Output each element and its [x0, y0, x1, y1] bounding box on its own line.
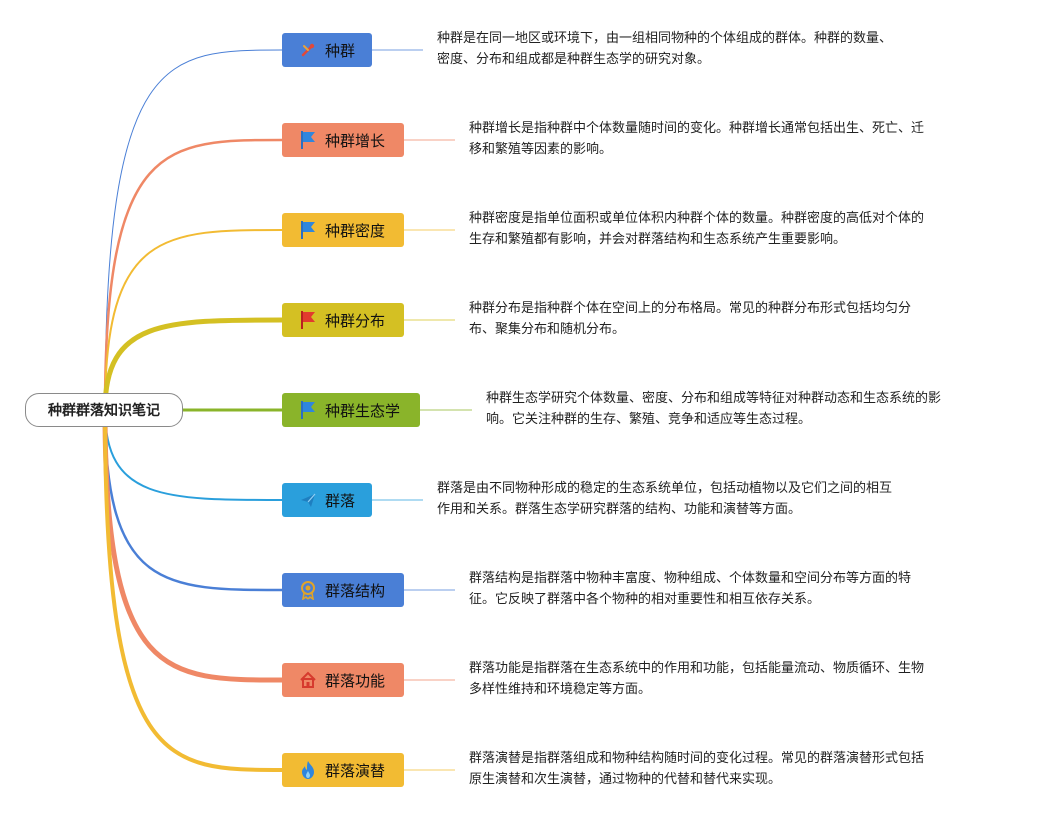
description-line: 多样性维持和环境稳定等方面。	[469, 682, 652, 697]
topic-label: 种群增长	[325, 131, 386, 150]
description-line: 群落结构是指群落中物种丰富度、物种组成、个体数量和空间分布等方面的特	[469, 571, 912, 586]
root-topic[interactable]: 种群群落知识笔记	[25, 393, 183, 427]
description-line: 种群是在同一地区或环境下，由一组相同物种的个体组成的群体。种群的数量、	[437, 31, 893, 46]
flag-icon-blue	[298, 130, 318, 150]
description-line: 生存和繁殖都有影响，并会对群落结构和生态系统产生重要影响。	[469, 232, 847, 247]
description-line: 种群生态学研究个体数量、密度、分布和组成等特征对种群动态和生态系统的影	[486, 391, 942, 406]
topic-description: 群落结构是指群落中物种丰富度、物种组成、个体数量和空间分布等方面的特征。它反映了…	[469, 568, 911, 610]
topic-description: 种群生态学研究个体数量、密度、分布和组成等特征对种群动态和生态系统的影响。它关注…	[486, 388, 941, 430]
topic-description: 种群密度是指单位面积或单位体积内种群个体的数量。种群密度的高低对个体的生存和繁殖…	[469, 208, 924, 250]
description-line: 密度、分布和组成都是种群生态学的研究对象。	[437, 52, 711, 67]
topic-description: 种群是在同一地区或环境下，由一组相同物种的个体组成的群体。种群的数量、密度、分布…	[437, 28, 892, 70]
topic-node[interactable]: 群落功能	[282, 663, 404, 697]
branch-line	[104, 409, 283, 501]
branch-line	[102, 407, 285, 683]
description-line: 作用和关系。群落生态学研究群落的结构、功能和演替等方面。	[437, 502, 802, 517]
topic-node[interactable]: 种群	[282, 33, 372, 67]
topic-node[interactable]: 群落	[282, 483, 372, 517]
topic-label: 群落功能	[325, 671, 386, 690]
topic-label: 群落	[325, 491, 356, 510]
fire-icon	[298, 760, 318, 780]
description-line: 响。它关注种群的生存、繁殖、竞争和适应等生态过程。	[486, 412, 812, 427]
topic-label: 种群密度	[325, 221, 386, 240]
flag-icon-blue	[298, 400, 318, 420]
topic-label: 种群分布	[325, 311, 386, 330]
topic-node[interactable]: 种群增长	[282, 123, 404, 157]
topic-label: 群落结构	[325, 581, 386, 600]
topic-label: 群落演替	[325, 761, 386, 780]
topic-description: 种群增长是指种群中个体数量随时间的变化。种群增长通常包括出生、死亡、迁移和繁殖等…	[469, 118, 924, 160]
branch-line	[104, 229, 283, 411]
home-icon	[298, 670, 318, 690]
branch-line	[102, 317, 285, 413]
topic-node[interactable]: 种群生态学	[282, 393, 420, 427]
branch-line	[103, 408, 284, 772]
branch-line	[104, 49, 283, 411]
topic-node[interactable]: 种群密度	[282, 213, 404, 247]
branch-line	[103, 138, 284, 412]
description-line: 种群密度是指单位面积或单位体积内种群个体的数量。种群密度的高低对个体的	[469, 211, 925, 226]
description-line: 移和繁殖等因素的影响。	[469, 142, 613, 157]
description-line: 布、聚集分布和随机分布。	[469, 322, 626, 337]
flag-icon-red	[298, 310, 318, 330]
tools-icon	[298, 40, 318, 60]
description-line: 原生演替和次生演替，通过物种的代替和替代来实现。	[469, 772, 782, 787]
description-line: 群落演替是指群落组成和物种结构随时间的变化过程。常见的群落演替形式包括	[469, 751, 925, 766]
description-line: 群落功能是指群落在生态系统中的作用和功能，包括能量流动、物质循环、生物	[469, 661, 925, 676]
description-line: 群落是由不同物种形成的稳定的生态系统单位，包括动植物以及它们之间的相互	[437, 481, 893, 496]
topic-node[interactable]: 种群分布	[282, 303, 404, 337]
paper-plane-icon	[298, 490, 318, 510]
description-line: 种群分布是指种群个体在空间上的分布格局。常见的种群分布形式包括均匀分	[469, 301, 912, 316]
award-medal-icon	[298, 580, 318, 600]
topic-node[interactable]: 群落结构	[282, 573, 404, 607]
topic-description: 群落演替是指群落组成和物种结构随时间的变化过程。常见的群落演替形式包括原生演替和…	[469, 748, 924, 790]
topic-node[interactable]: 群落演替	[282, 753, 404, 787]
topic-description: 群落功能是指群落在生态系统中的作用和功能，包括能量流动、物质循环、生物多样性维持…	[469, 658, 924, 700]
flag-icon-blue	[298, 220, 318, 240]
description-line: 征。它反映了群落中各个物种的相对重要性和相互依存关系。	[469, 592, 821, 607]
topic-description: 种群分布是指种群个体在空间上的分布格局。常见的种群分布形式包括均匀分布、聚集分布…	[469, 298, 911, 340]
topic-description: 群落是由不同物种形成的稳定的生态系统单位，包括动植物以及它们之间的相互作用和关系…	[437, 478, 892, 520]
topic-label: 种群	[325, 41, 356, 60]
topic-label: 种群生态学	[325, 401, 401, 420]
description-line: 种群增长是指种群中个体数量随时间的变化。种群增长通常包括出生、死亡、迁	[469, 121, 925, 136]
